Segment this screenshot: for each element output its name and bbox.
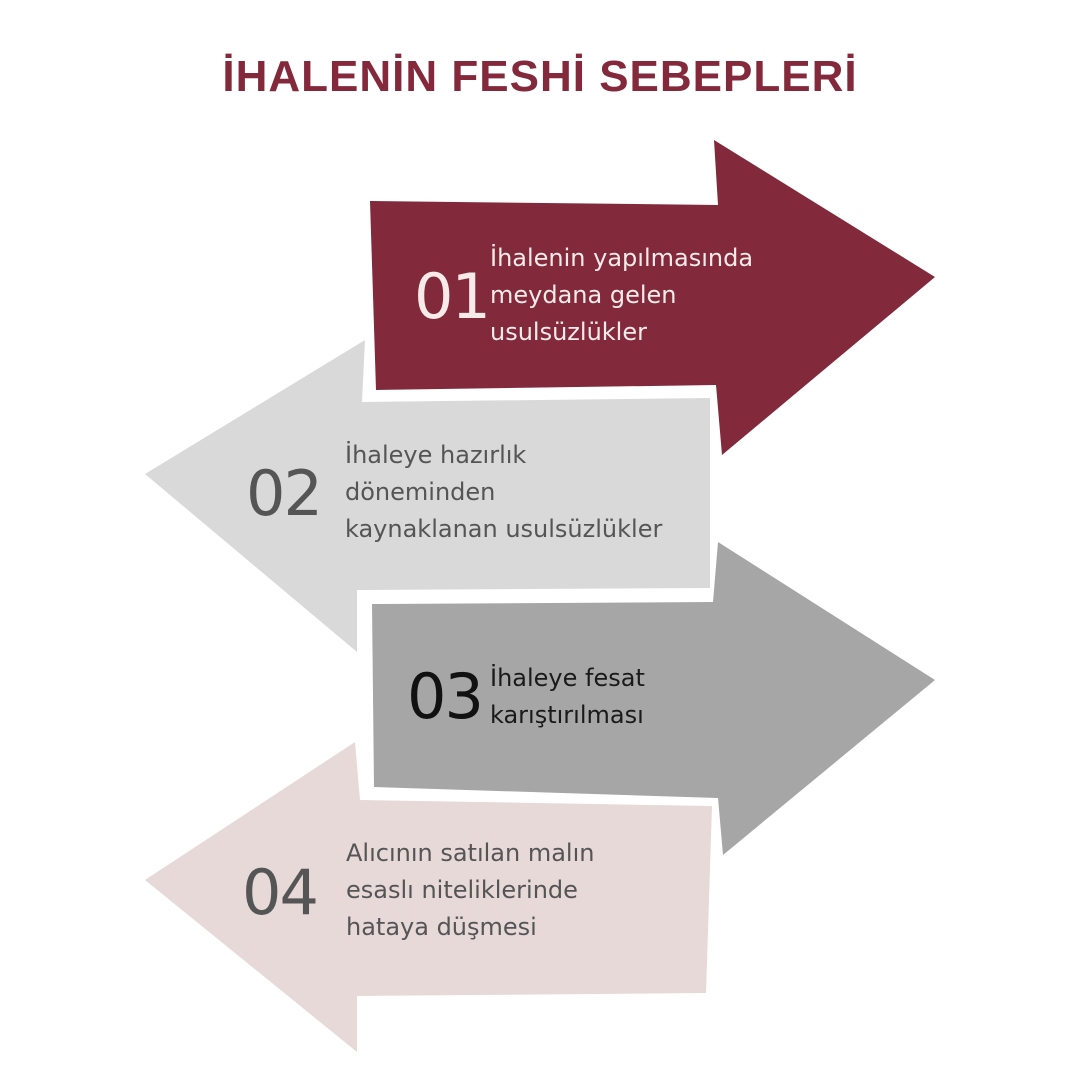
step-4-number: 04 — [242, 856, 319, 929]
step-1-number: 01 — [414, 260, 491, 333]
step-2-arrow — [145, 340, 710, 652]
step-1-line-2: meydana gelen — [490, 281, 677, 309]
step-1-line-1: İhalenin yapılmasında — [490, 244, 754, 272]
step-3-line-1: İhaleye fesat — [490, 664, 645, 692]
step-3-number: 03 — [407, 660, 484, 733]
page-title: İHALENİN FESHİ SEBEPLERİ — [222, 52, 858, 101]
step-3-arrow — [372, 542, 935, 855]
step-2-line-2: döneminden — [345, 478, 496, 506]
step-2-line-1: İhaleye hazırlık — [345, 441, 527, 469]
step-4-arrow — [145, 742, 712, 1052]
step-2-text: İhaleye hazırlık döneminden kaynaklanan … — [345, 437, 662, 548]
step-1-line-3: usulsüzlükler — [490, 318, 647, 346]
step-2-line-3: kaynaklanan usulsüzlükler — [345, 515, 663, 543]
step-2-number: 02 — [246, 457, 323, 530]
step-3-line-2: karıştırılması — [490, 701, 644, 729]
step-3-text: İhaleye fesat karıştırılması — [490, 660, 645, 734]
step-1-arrow — [370, 140, 935, 455]
step-4-line-3: hataya düşmesi — [346, 913, 537, 941]
step-4-text: Alıcının satılan malın esaslı nitelikler… — [346, 835, 594, 946]
step-4-line-2: esaslı niteliklerinde — [346, 876, 578, 904]
step-4-line-1: Alıcının satılan malın — [346, 839, 595, 867]
step-1-text: İhalenin yapılmasında meydana gelen usul… — [490, 240, 753, 351]
